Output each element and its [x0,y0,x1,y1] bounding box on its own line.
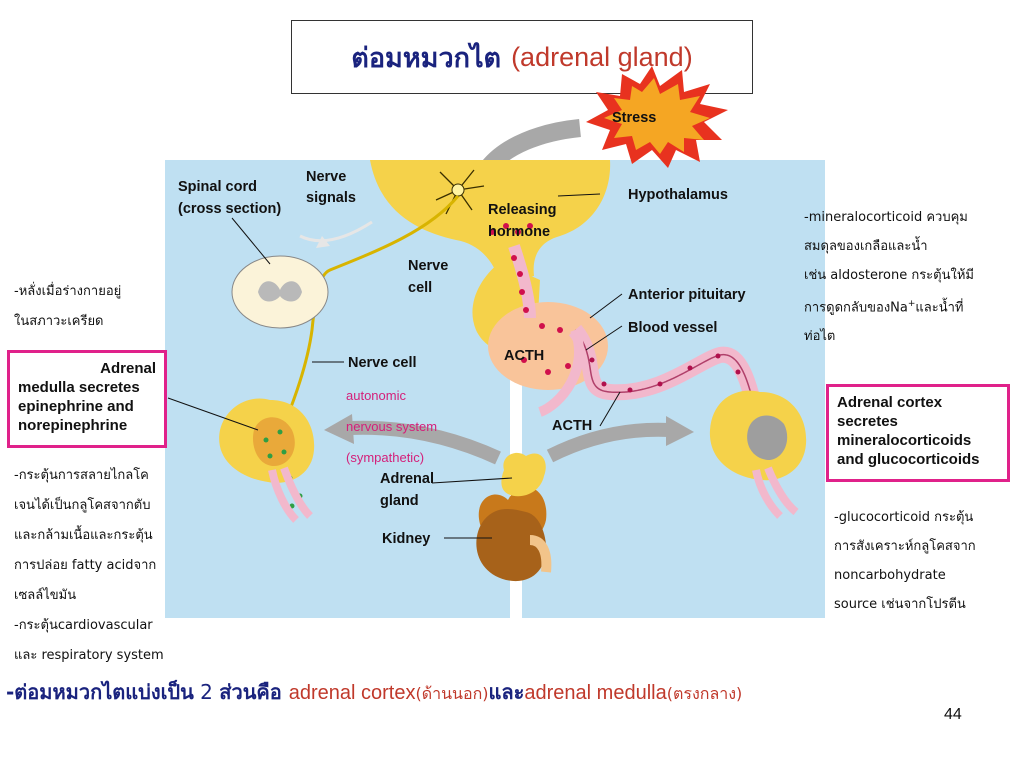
left-bottom-note-line: -กระตุ้นcardiovascular [14,618,153,633]
arrow-to-cortex-head [666,416,694,446]
nerve-signals-arrow [299,220,373,243]
bottom-summary: -ต่อมหมวกไตแบ่งเป็น 2 ส่วนคือ adrenal co… [6,676,742,708]
right-top-note-line: สมดุลของเกลือและน้ำ [804,239,928,254]
right-bottom-note-line: การสังเคราะห์กลูโคสจาก [834,539,976,554]
medulla-box-line: Adrenal [100,360,156,377]
releasing-hormone-label-2: hormone [488,224,550,240]
summary-part: -ต่อมหมวกไตแบ่งเป็น [6,680,194,704]
right-bottom-note: -glucocorticoid กระตุ้น การสังเคราะห์กลู… [834,503,976,619]
right-top-note-line-na: การดูดกลับของNa+และน้ำที่ [804,290,974,322]
title-box: ต่อมหมวกไต (adrenal gland) [291,20,753,94]
cortex-box-line: and glucocorticoids [837,451,980,468]
right-bottom-note-line: -glucocorticoid กระตุ้น [834,510,974,525]
blood-vessel-down [537,328,585,417]
na-superscript: + [907,299,916,309]
left-adrenal-vessels [268,466,313,523]
spinal-gray-matter [258,281,302,302]
cortex-box-line: mineralocorticoids [837,432,972,449]
blood-vessel-label: Blood vessel [628,320,717,336]
summary-cortex: adrenal cortex [288,682,416,704]
nerve-signals-label-1: Nerve [306,169,346,185]
summary-cortex-note: (ด้านนอก) [415,684,489,703]
arrow-to-medulla-head [324,414,354,444]
left-bottom-note-line: -กระตุ้นการสลายไกลโค [14,468,149,483]
nerve-cell-top-label-1: Nerve [408,258,448,274]
nerve-cell-top-label-2: cell [408,280,432,296]
spinal-cord-label-1: Spinal cord [178,179,257,195]
hypothalamus-label: Hypothalamus [628,187,728,203]
left-bottom-note-line: การปล่อย fatty acidจาก [14,558,157,573]
right-top-note: -mineralocorticoid ควบคุม สมดุลของเกลือแ… [804,203,974,351]
right-bottom-note-line: noncarbohydrate [834,568,946,583]
right-bottom-note-line: source เช่นจากโปรตีน [834,597,966,612]
medulla-box-line: epinephrine and [18,398,134,415]
adrenal-gland-label-2: gland [380,493,419,509]
left-bottom-note-line: และกล้ามเนื้อและกระตุ้น [14,528,153,543]
stress-burst-inner [604,78,710,154]
kidney-label: Kidney [382,531,430,547]
spinal-cord-label-2: (cross section) [178,201,281,217]
nerve-signals-label-2: signals [306,190,356,206]
autonomic-note-line: nervous system [346,419,438,434]
left-bottom-note: -กระตุ้นการสลายไกลโค เจนได้เป็นกลูโคสจาก… [14,461,164,671]
left-bottom-note-line: และ respiratory system [14,648,164,663]
page-number: 44 [944,706,962,723]
kidney-body [476,509,547,582]
releasing-hormone-label-1: Releasing [488,202,557,218]
title-english: (adrenal gland) [511,41,693,72]
adrenal-medulla-box: Adrenal medulla secretes epinephrine and… [7,350,167,448]
autonomic-note-line: (sympathetic) [346,450,425,465]
left-bottom-note-line: เซลล์ไขมัน [14,588,77,603]
cortex-box-line: secretes [837,413,898,430]
acth-pituitary-label: ACTH [504,348,544,364]
nerve-cell-label: Nerve cell [348,355,417,371]
left-top-note: -หลั่งเมื่อร่างกายอยู่ ในสภาวะเครียด [14,277,121,337]
summary-and: และ [488,680,525,704]
summary-medulla: adrenal medulla [524,682,667,704]
medulla-box-line: norepinephrine [18,417,128,434]
center-adrenal-gland [501,452,546,497]
leader-lines [167,193,623,539]
nerve-signals-arrow-head [316,236,330,248]
hypothalamus-neuron [435,169,485,215]
right-top-note-line: เช่น aldosterone กระตุ้นให้มี [804,268,974,283]
right-top-note-line: -mineralocorticoid ควบคุม [804,210,968,225]
cortex-box-line: Adrenal cortex [837,394,943,411]
right-adrenal-vessels [752,466,799,519]
left-top-note-line: -หลั่งเมื่อร่างกายอยู่ [14,284,122,299]
adrenal-cortex-box: Adrenal cortex secretes mineralocorticoi… [826,384,1010,482]
arrow-to-cortex [546,422,671,463]
summary-medulla-note: (ตรงกลาง) [666,684,743,703]
autonomic-note: autonomic nervous system (sympathetic) [346,380,437,473]
left-bottom-note-line: เจนได้เป็นกลูโคสจากตับ [14,498,151,513]
blood-vessel-right-outline [574,329,761,431]
autonomic-note-line: autonomic [346,388,406,403]
na-text: การดูดกลับของNa [804,300,908,316]
portal-vessel [508,244,536,319]
right-adrenal-medulla [747,415,788,460]
neuron-body [451,183,465,197]
hypothalamus [370,160,611,282]
right-top-note-line: ท่อไต [804,329,836,345]
anterior-pituitary-label: Anterior pituitary [628,287,746,303]
ureter [529,535,552,573]
acth-vessel-label: ACTH [552,418,592,434]
arrow-to-medulla [349,420,501,465]
left-top-note-line: ในสภาวะเครียด [14,314,104,329]
stress-label: Stress [612,110,656,126]
adrenal-gland-label-1: Adrenal [380,471,434,487]
na-text-after: และน้ำที่ [915,300,964,316]
summary-part: ส่วนคือ [219,680,289,704]
title-thai: ต่อมหมวกไต [351,42,502,74]
summary-part: 2 [193,680,220,704]
medulla-box-line: medulla secretes [18,379,140,396]
